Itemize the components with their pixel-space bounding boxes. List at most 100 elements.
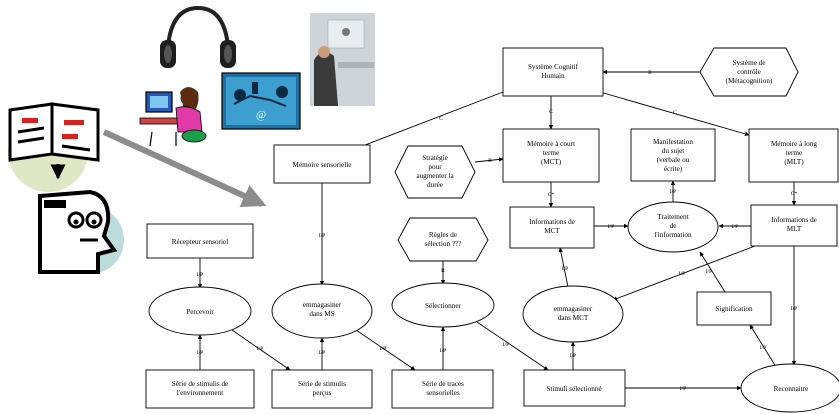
node-label: terme <box>543 149 559 157</box>
node-serie-environnement: Série de stimulis de l'environnement <box>145 369 255 409</box>
edge-reconnaitre-signification <box>749 324 779 371</box>
node-label: écrite) <box>664 165 683 173</box>
label-ip-seriepercus: I/P <box>319 350 325 356</box>
node-label: pour <box>428 163 442 171</box>
label-ip-infomlt-reconnaitre: I/P <box>791 306 797 312</box>
node-informations-mct: Informations de MCT <box>509 206 595 249</box>
edge-labels: R C C C R C* C* I/P I/P I/P I/P I/P I/P … <box>197 70 798 392</box>
node-label: Sélectionner <box>425 302 462 310</box>
node-label: durée <box>427 181 443 189</box>
edge-infomlt-emmct <box>612 245 756 301</box>
node-label: (verbale ou <box>657 156 690 164</box>
edge-selectionner-stimuli <box>476 321 549 371</box>
node-label: du sujet <box>662 147 685 155</box>
node-traitement: Traitement de l'information <box>627 201 719 253</box>
video-conference-photo <box>310 13 375 106</box>
node-label: Mémoire à long <box>771 140 817 148</box>
label-ip-infomct-traitement: I/P <box>608 224 614 230</box>
node-systeme-controle: Système de contrôle (Métacognition) <box>699 47 799 97</box>
node-serie-traces: Série de traces sensorielles <box>391 369 494 409</box>
label-ip-selectionner-stimuli: I/P <box>503 342 509 348</box>
edge-strategie-mct <box>474 157 504 163</box>
node-label: emmagasiner <box>303 301 342 309</box>
node-label: Stratégie <box>422 154 448 162</box>
headphones-icon <box>160 5 236 68</box>
node-label: MLT <box>787 225 802 233</box>
node-label: Système Cognitif <box>528 63 579 71</box>
edge-signification-traitement <box>699 251 726 293</box>
node-label: (MCT) <box>541 158 562 166</box>
label-ip-stimuli-reconnaitre: I/P <box>680 386 686 392</box>
node-label: Règles de <box>429 231 457 239</box>
label-cstar-mlt: C* <box>791 191 798 197</box>
reading-book-icon <box>8 102 100 192</box>
node-signification: Signification <box>696 291 772 326</box>
thinking-head-icon <box>38 164 124 274</box>
node-label: de <box>670 222 677 230</box>
label-ip-infomlt-emmct: I/P <box>679 271 685 277</box>
edge-cognitif-ms <box>351 91 504 151</box>
node-manifestation: Manifestation du sujet (verbale ou écrit… <box>630 128 716 182</box>
label-cstar-mct: C* <box>548 192 555 198</box>
network-tech-icon: @ <box>221 72 301 130</box>
label-c-mlt: C <box>673 110 677 116</box>
label-c-mct: C <box>549 109 553 115</box>
node-reconnaitre: Reconnaitre <box>740 363 839 413</box>
node-label: Manifestation <box>653 138 693 146</box>
node-percevoir: Percevoir <box>148 286 252 336</box>
node-label: sensorielles <box>426 389 460 397</box>
label-r-controle: R <box>648 70 652 76</box>
label-r-strategie: R <box>488 158 492 164</box>
node-recepteur-sensoriel: Récepteur sensoriel <box>146 223 254 259</box>
node-label: Humain <box>541 72 565 80</box>
node-label: Mémoire à court <box>527 140 575 148</box>
label-ip-recepteur: I/P <box>197 272 203 278</box>
node-label: dans MS <box>309 310 334 318</box>
node-label: dans MCT <box>558 314 589 322</box>
label-ip-traitement-manifestation: I/P <box>670 189 676 195</box>
node-label: terme <box>786 149 802 157</box>
edge-emmct-infomct <box>558 247 569 288</box>
connectors <box>197 69 797 391</box>
node-label: Signification <box>715 305 753 313</box>
node-label: Reconnaitre <box>774 385 809 393</box>
node-label: Série de stimulis de <box>172 380 229 388</box>
label-ip-signification: I/P <box>706 269 712 275</box>
node-memoire-court-terme: Mémoire à court terme (MCT) <box>502 128 600 183</box>
label-c-ms: C <box>439 116 443 122</box>
node-label: Informations de <box>529 218 575 226</box>
node-label: Percevoir <box>186 308 214 316</box>
node-label: l'information <box>654 231 692 239</box>
label-ip-percevoir-percus: I/P <box>257 346 263 352</box>
node-label: l'environnement <box>177 389 223 397</box>
label-ip-ms: I/P <box>319 233 325 239</box>
node-systeme-cognitif: Système Cognitif Humain <box>502 47 604 97</box>
node-emmagasiner-ms: emmagasiner dans MS <box>271 283 373 339</box>
label-ip-infomlt-traitement: I/P <box>732 224 738 230</box>
node-label: (Métacognition) <box>726 77 773 85</box>
label-ip-serietraces: I/P <box>440 348 446 354</box>
edge-cognitif-mlt <box>599 91 750 137</box>
label-ip-reconnaitre-signification: I/P <box>760 345 766 351</box>
node-emmagasiner-mct: emmagasiner dans MCT <box>522 285 624 343</box>
node-label: Traitement <box>657 213 688 221</box>
node-label: MCT <box>544 227 560 235</box>
edge-emms-serietraces <box>355 329 416 371</box>
edge-percevoir-seriepercus <box>231 329 291 371</box>
label-ip-stimuli-emmct: I/P <box>570 353 576 359</box>
node-label: Série de traces <box>422 380 464 388</box>
node-label: emmagasiner <box>554 305 593 313</box>
node-label: contrôle <box>737 68 761 76</box>
label-r-regles: R <box>441 268 445 274</box>
node-label: augmenter la <box>416 172 454 180</box>
computer-user-icon <box>139 87 207 147</box>
node-label: Mémoire sensorielle <box>293 161 352 169</box>
node-label: Série de stimulis <box>298 380 346 388</box>
node-regles-selection: Règles de sélection ??? <box>397 217 489 262</box>
label-ip-emms-traces: I/P <box>380 346 386 352</box>
node-memoire-sensorielle: Mémoire sensorielle <box>273 144 371 184</box>
node-label: Système de <box>733 59 766 67</box>
label-ip-emmct-infomct: I/P <box>562 266 568 272</box>
node-memoire-long-terme: Mémoire à long terme (MLT) <box>748 128 839 183</box>
